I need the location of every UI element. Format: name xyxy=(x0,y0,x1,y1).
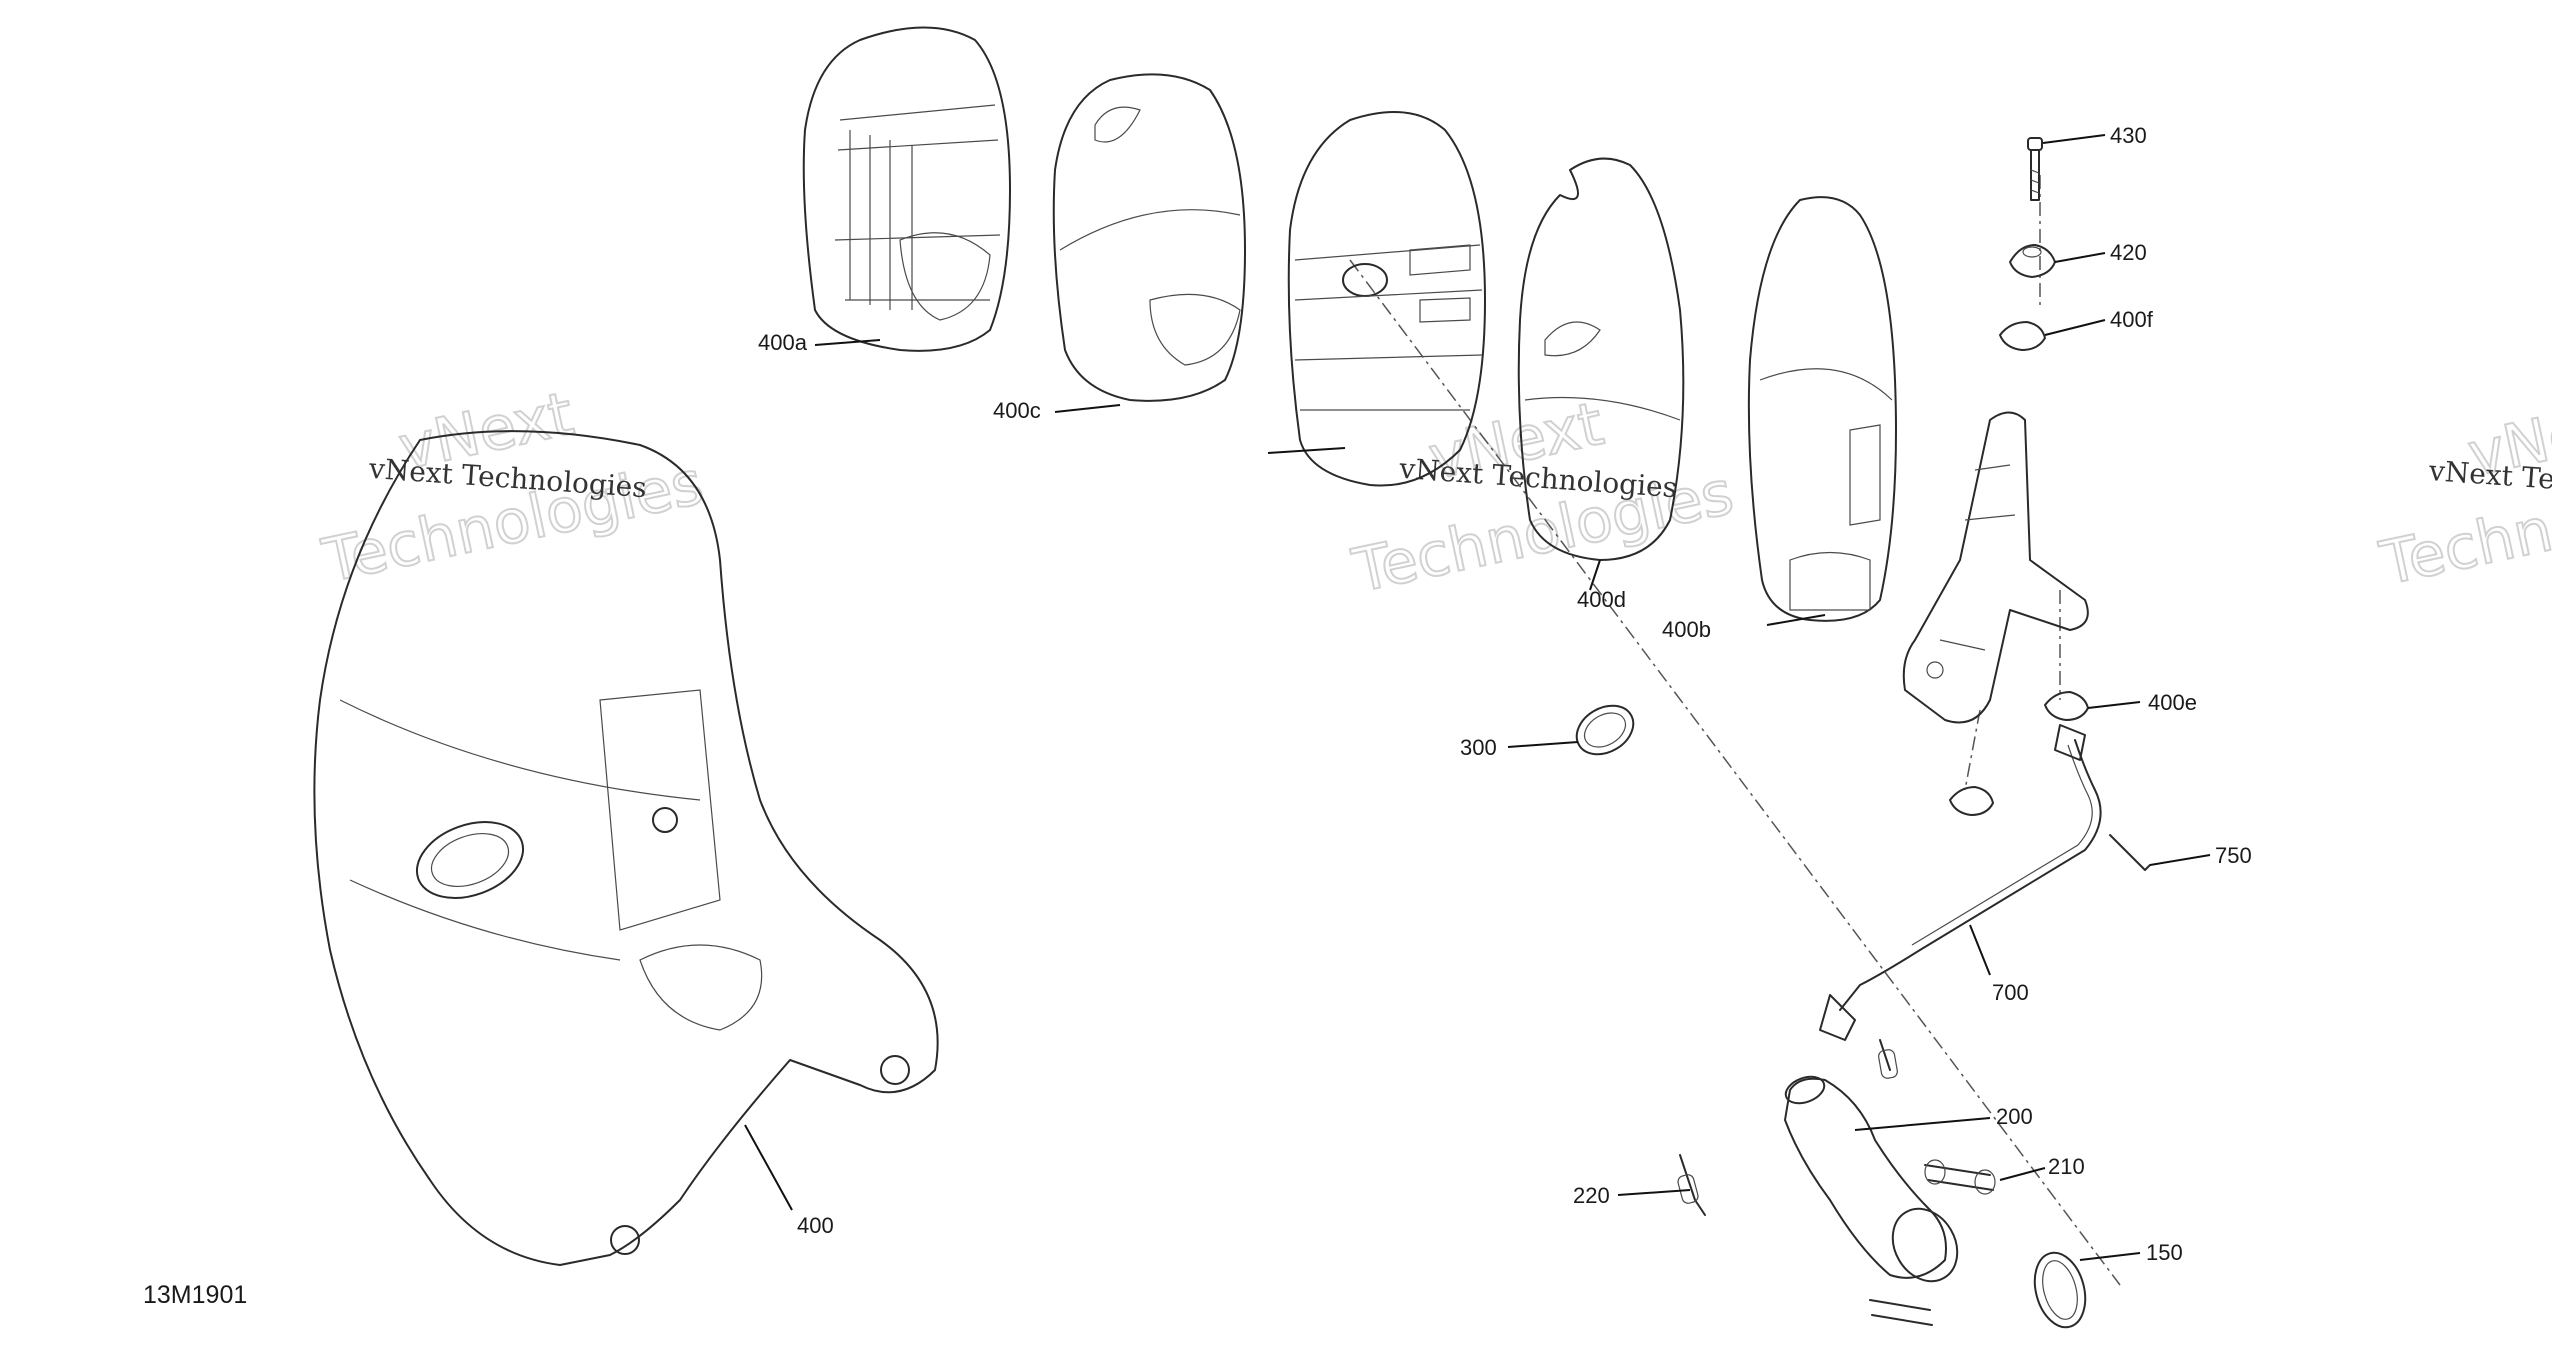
watermark-left: vNext Technologies vNext Technologies xyxy=(316,378,711,598)
callout-300: 300 xyxy=(1460,735,1497,760)
part-exhaust-elbow-200 xyxy=(1784,1075,1959,1283)
callout-750: 750 xyxy=(2215,843,2252,868)
callout-400f: 400f xyxy=(2110,307,2154,332)
callout-400a: 400a xyxy=(758,330,808,355)
leader-lines xyxy=(744,134,2211,1261)
assembly-axis-lines xyxy=(1349,175,2121,1286)
part-clip-750 xyxy=(2109,834,2151,871)
part-nut-400f xyxy=(1999,321,2046,351)
callout-700: 700 xyxy=(1992,980,2029,1005)
watermark-center: vNext Technologies vNext Technologies xyxy=(1346,388,1741,608)
part-muffler-core xyxy=(1287,111,1486,487)
part-spring-220 xyxy=(1677,1039,1898,1216)
part-bracket xyxy=(1902,411,2089,724)
part-clamp-150 xyxy=(2033,1251,2087,1329)
part-400c-shield xyxy=(1052,73,1246,402)
watermark-right: vNext Technologies vNext Technologies xyxy=(2373,385,2552,601)
callout-400: 400 xyxy=(797,1213,834,1238)
part-spring-210 xyxy=(1869,1159,1996,1326)
callout-220: 220 xyxy=(1573,1183,1610,1208)
part-muffler-400 xyxy=(313,430,939,1266)
callout-labels: 430 420 400f 400a 400c 400d 400b 400e 30… xyxy=(758,123,2252,1265)
callout-400d: 400d xyxy=(1577,587,1626,612)
callout-420: 420 xyxy=(2110,240,2147,265)
callout-400e: 400e xyxy=(2148,690,2197,715)
part-bolt-430 xyxy=(2027,137,2043,201)
part-400d-shield xyxy=(1517,157,1685,561)
diagram-code: 13M1901 xyxy=(143,1281,247,1309)
callout-430: 430 xyxy=(2110,123,2147,148)
part-400a-heat-shield xyxy=(802,26,1011,352)
part-grommet-420 xyxy=(2009,244,2056,278)
callout-200: 200 xyxy=(1996,1104,2033,1129)
callout-400c: 400c xyxy=(993,398,1041,423)
callout-210: 210 xyxy=(2048,1154,2085,1179)
part-gasket-300 xyxy=(1575,704,1635,756)
part-sensor-cable-700 xyxy=(1819,724,2102,1041)
part-nut-400e xyxy=(1949,691,2089,816)
callout-150: 150 xyxy=(2146,1240,2183,1265)
part-400b-back-shield xyxy=(1747,196,1897,622)
callout-400b: 400b xyxy=(1662,617,1711,642)
